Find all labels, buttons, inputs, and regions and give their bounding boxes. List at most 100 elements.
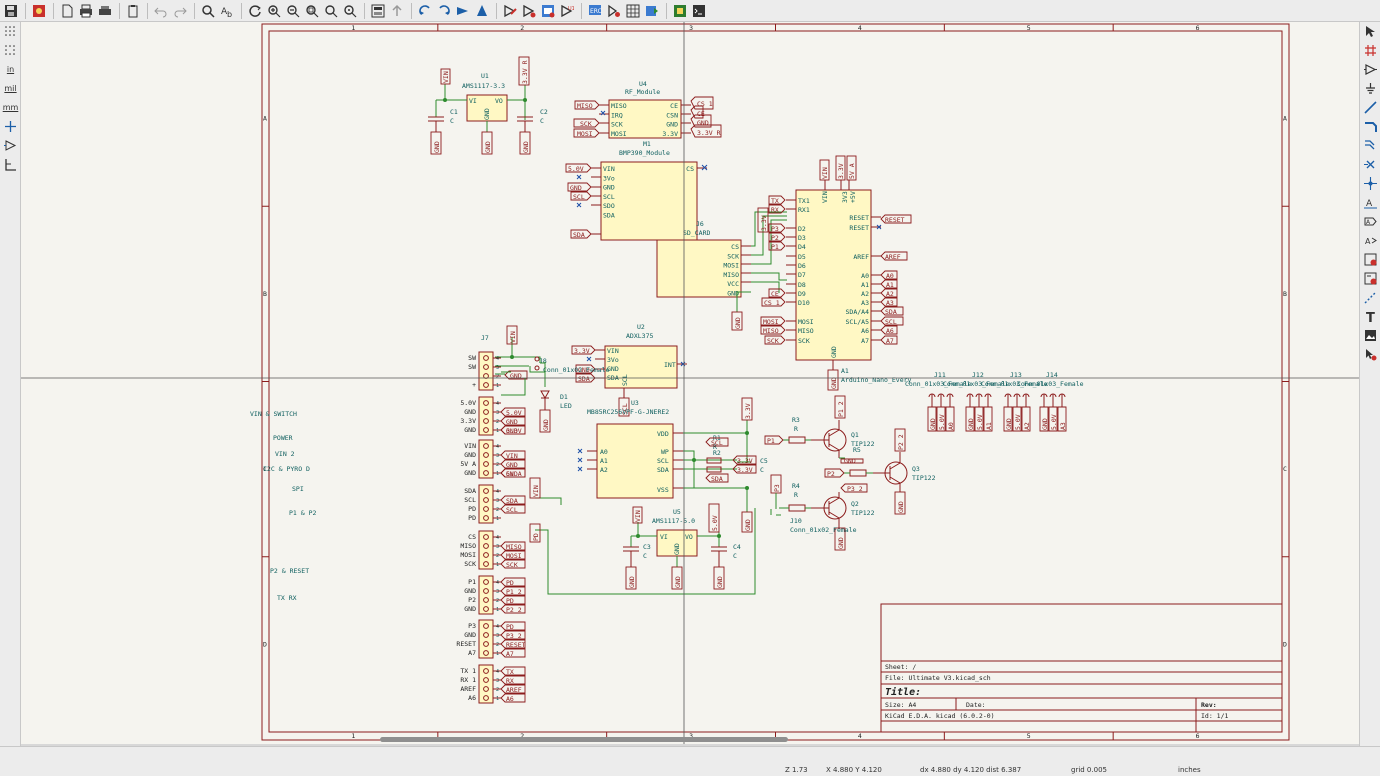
add-image-icon[interactable] — [1360, 326, 1380, 345]
pin-mode-icon[interactable] — [0, 136, 21, 155]
open-pcb-editor-icon[interactable] — [671, 2, 689, 20]
schematic-setup-icon[interactable] — [30, 2, 48, 20]
plot-icon[interactable] — [96, 2, 114, 20]
bus-entry-mode-icon[interactable] — [0, 155, 21, 174]
u5-regulator[interactable]: U5 AMS1117-5.0 VI VO GND C3 C C4 C VIN 5… — [623, 503, 741, 590]
grid-toggle-icon[interactable] — [0, 22, 21, 41]
note-spi: SPI — [292, 485, 304, 493]
erc-icon[interactable]: ERC — [586, 2, 604, 20]
zoom-selection-icon[interactable] — [341, 2, 359, 20]
scripting-console-icon[interactable] — [690, 2, 708, 20]
symbol-library-icon[interactable] — [520, 2, 538, 20]
pyro-drivers[interactable]: R3 R Q1 TIP122 P1 P1 2 GND R5 Q3 TIP122 … — [529, 395, 936, 595]
add-power-icon[interactable] — [1360, 79, 1380, 98]
mirror-vertical-icon[interactable] — [454, 2, 472, 20]
import-sheet-pin-icon[interactable] — [1360, 269, 1380, 288]
u2-adxl375[interactable]: U2 ADXL375 VIN 3Vo GND SDA INT SCL 3.3V … — [571, 323, 687, 417]
hierarchy-navigator-icon[interactable] — [369, 2, 387, 20]
header-pin-number: 2 — [496, 687, 499, 693]
bulk-edit-fields-icon[interactable] — [624, 2, 642, 20]
add-global-label-icon[interactable]: A — [1360, 212, 1380, 231]
rotate-cw-icon[interactable] — [435, 2, 453, 20]
add-symbol-icon[interactable] — [1360, 60, 1380, 79]
save-icon[interactable] — [2, 2, 20, 20]
annotate-icon[interactable]: U1 — [558, 2, 576, 20]
m1-sda-label: SDA — [573, 231, 585, 239]
assign-footprints-icon[interactable] — [605, 2, 623, 20]
leave-sheet-icon[interactable] — [388, 2, 406, 20]
header-row-label: PD — [468, 514, 476, 522]
u5-pin-gnd: GND — [673, 543, 681, 555]
redo-icon[interactable] — [171, 2, 189, 20]
zoom-fit-icon[interactable] — [303, 2, 321, 20]
u4-rf-module[interactable]: U4 RF_Module MISOIRQSCKMOSICECSNGND3.3V … — [573, 80, 722, 139]
cursor-style-icon[interactable] — [0, 117, 21, 136]
schematic-canvas[interactable]: .frame { fill: none; stroke: #8c1c1c; st… — [21, 22, 1359, 744]
add-junction-icon[interactable] — [1360, 174, 1380, 193]
header-pin-number: 3 — [496, 453, 499, 459]
zoom-objects-icon[interactable] — [322, 2, 340, 20]
highlight-net-icon[interactable] — [1360, 41, 1380, 60]
units-mil-button[interactable]: mil — [0, 79, 21, 98]
refresh-icon[interactable] — [246, 2, 264, 20]
add-wire-to-bus-entry-icon[interactable] — [1360, 136, 1380, 155]
mirror-horizontal-icon[interactable] — [473, 2, 491, 20]
m1-pins-pin: VIN — [603, 165, 615, 173]
zoom-out-icon[interactable] — [284, 2, 302, 20]
paste-icon[interactable] — [124, 2, 142, 20]
add-dashed-line-icon[interactable] — [1360, 288, 1380, 307]
add-sheet-icon[interactable] — [1360, 250, 1380, 269]
print-icon[interactable] — [77, 2, 95, 20]
page-settings-icon[interactable] — [58, 2, 76, 20]
u3-fram[interactable]: U3 MB85RC256VPF-G-JNERE2 A0 A1 A2 VDD WP… — [577, 397, 768, 533]
undo-icon[interactable] — [152, 2, 170, 20]
find-icon[interactable] — [199, 2, 217, 20]
frame-col-bottom: 4 — [858, 732, 862, 740]
add-label-icon[interactable]: A — [1360, 193, 1380, 212]
header-net-label: RX — [506, 677, 514, 685]
a1-sck-label: SCK — [767, 337, 779, 345]
vin-switch-circuit[interactable]: J7 J8 Conn_01x02_Female D1 LED VIN GND G… — [481, 325, 610, 433]
select-tool-icon[interactable] — [1360, 22, 1380, 41]
hidden-pins-icon[interactable] — [0, 41, 21, 60]
add-wire-icon[interactable] — [1360, 98, 1380, 117]
a1-left-pin: D6 — [798, 262, 806, 270]
horizontal-scrollbar[interactable] — [380, 737, 788, 742]
schematic-drawing: .frame { fill: none; stroke: #8c1c1c; st… — [21, 22, 1359, 744]
delete-tool-icon[interactable] — [1360, 345, 1380, 364]
j6-pins-pin: SCK — [727, 252, 739, 260]
footprint-library-icon[interactable] — [539, 2, 557, 20]
u1-regulator[interactable]: U1 AMS1117-3.3 VI VO GND C1 C C2 C VIN 3… — [428, 56, 548, 155]
a1-tx-label: TX — [771, 197, 779, 205]
header-row-label: GND — [464, 631, 476, 639]
rotate-ccw-icon[interactable] — [416, 2, 434, 20]
a1-arduino-nano-every[interactable]: A1 Arduino_Nano_Every TX1RX1D2D3D4D5D6D7… — [757, 155, 912, 391]
units-inch-button[interactable]: in — [0, 60, 21, 79]
bom-icon[interactable] — [643, 2, 661, 20]
frame-row-left: D — [263, 640, 267, 648]
add-no-connect-icon[interactable] — [1360, 155, 1380, 174]
zoom-in-icon[interactable] — [265, 2, 283, 20]
add-hierarchical-label-icon[interactable]: A — [1360, 231, 1380, 250]
add-text-icon[interactable]: T — [1360, 307, 1380, 326]
units-mm-button[interactable]: mm — [0, 98, 21, 117]
note-p2-reset: P2 & RESET — [270, 567, 309, 575]
symbol-editor-icon[interactable] — [501, 2, 519, 20]
add-bus-icon[interactable] — [1360, 117, 1380, 136]
